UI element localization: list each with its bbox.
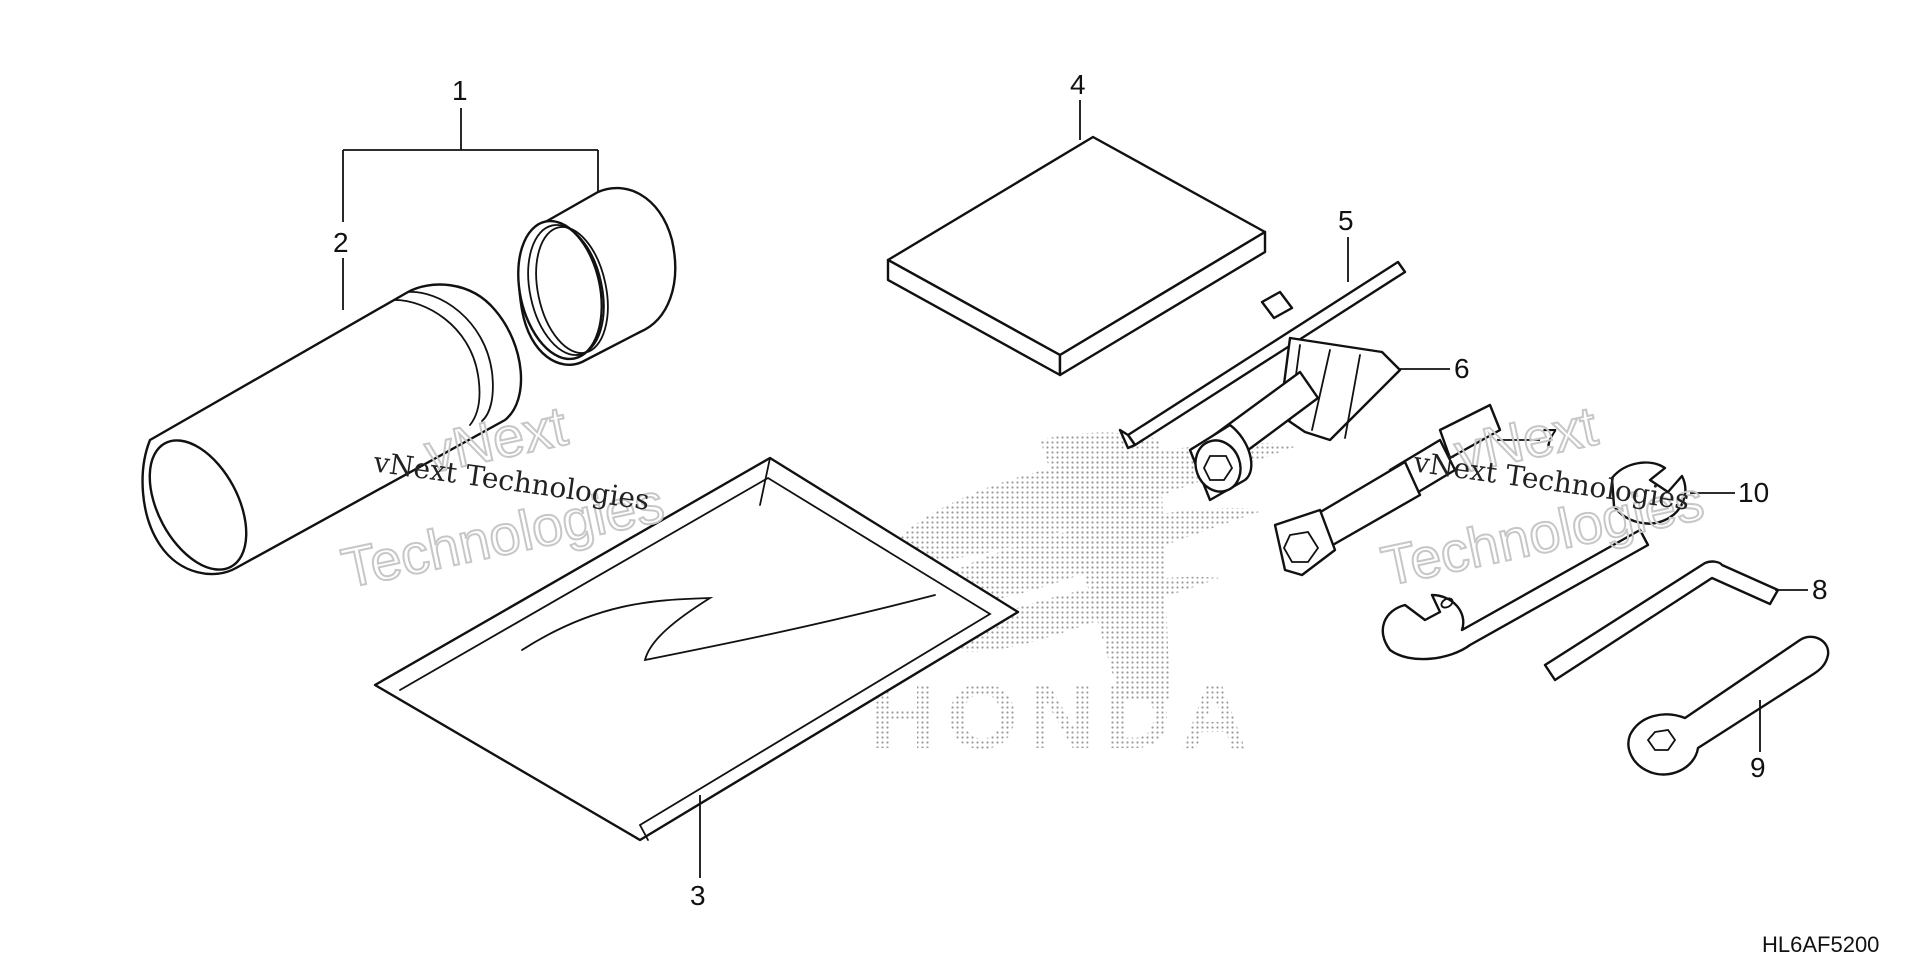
screwdriver xyxy=(1118,260,1407,450)
callout-4: 4 xyxy=(1070,69,1086,100)
plug-wrench xyxy=(1188,336,1402,502)
combination-spanner xyxy=(1381,528,1650,661)
open-end-wrench-small xyxy=(1610,461,1687,525)
callout-5: 5 xyxy=(1338,205,1354,236)
tool-bag xyxy=(373,456,1020,842)
callout-6: 6 xyxy=(1454,353,1470,384)
box-wrench xyxy=(1273,403,1502,577)
callout-7: 7 xyxy=(1542,423,1558,454)
callout-8: 8 xyxy=(1812,574,1828,605)
callout-2: 2 xyxy=(333,227,349,258)
diagram-code: HL6AF5200 xyxy=(1762,932,1879,957)
tool-case-tube xyxy=(141,283,523,576)
callout-1: 1 xyxy=(452,75,468,106)
tool-case-cap xyxy=(517,186,677,366)
leader-lines xyxy=(342,100,1808,878)
callouts: 1 2 3 4 5 6 7 8 9 10 xyxy=(333,69,1828,911)
honda-wing-logo xyxy=(880,432,1300,700)
honda-wordmark: HONDA xyxy=(870,666,1257,768)
pin-spanner xyxy=(1627,635,1830,776)
owners-manual xyxy=(886,135,1267,377)
callout-10: 10 xyxy=(1738,477,1769,508)
callout-3: 3 xyxy=(690,880,706,911)
hex-key xyxy=(1543,560,1780,682)
callout-9: 9 xyxy=(1750,752,1766,783)
